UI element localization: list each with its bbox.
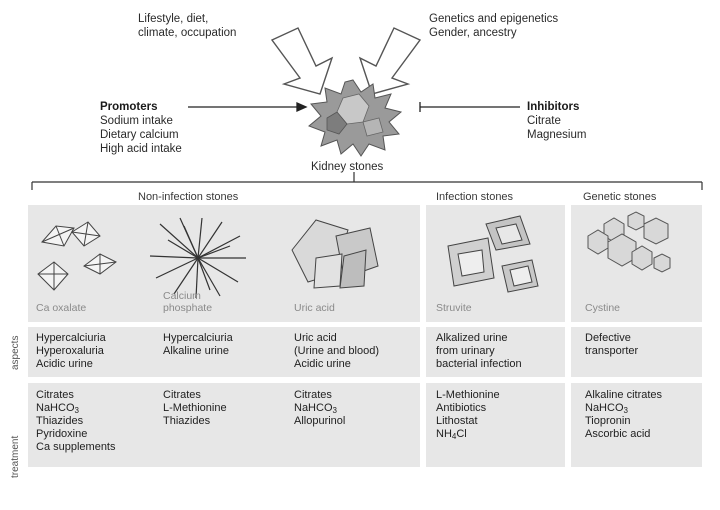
inhibitors-block: Inhibitors Citrate Magnesium: [527, 100, 586, 142]
aspect-item: Uric acid: [294, 332, 337, 344]
treatment-item: Citrates: [163, 389, 201, 401]
aspect-item: Acidic urine: [294, 358, 351, 370]
treatment-item: NaHCO3: [294, 402, 337, 415]
treatment-item: Ascorbic acid: [585, 428, 651, 440]
treatment-item: Antibiotics: [436, 402, 487, 414]
aspects-calcium-phosphate: Hypercalciuria Alkaline urine: [163, 332, 233, 358]
panel-non-infection-aspects: [28, 327, 420, 377]
panel-non-infection-treatment: [28, 383, 420, 467]
aspect-item: Hyperoxaluria: [36, 345, 104, 357]
genetic-line-1: Genetics and epigenetics: [429, 13, 559, 25]
treatment-item: Thiazides: [36, 415, 84, 427]
uric-acid-crystals: [291, 219, 379, 289]
treatment-item: Allopurinol: [294, 415, 346, 427]
promoter-item: High acid intake: [100, 143, 182, 155]
genetic-factors: Genetics and epigenetics Gender, ancestr…: [429, 12, 558, 40]
promoters-block: Promoters Sodium intake Dietary calcium …: [100, 100, 182, 156]
aspect-item: (Urine and blood): [294, 345, 379, 357]
aspect-item: Hypercalciuria: [163, 332, 233, 344]
panel-genetic-treatment: [571, 383, 702, 467]
promoter-arrow: [188, 101, 308, 113]
panel-genetic-aspects: [571, 327, 702, 377]
row-label-aspects: aspects: [10, 335, 21, 370]
kidney-stone-illustration: [308, 79, 403, 157]
treatment-item: Lithostat: [436, 415, 478, 427]
aspect-item: Hypercalciuria: [36, 332, 106, 344]
treatment-item: L-Methionine: [163, 402, 227, 414]
treatment-item: L-Methionine: [436, 389, 500, 401]
promoters-title: Promoters: [100, 101, 158, 113]
aspect-item: Acidic urine: [36, 358, 93, 370]
treatment-item: Ca supplements: [36, 441, 116, 453]
lifestyle-line-2: climate, occupation: [138, 27, 237, 39]
struvite-crystals: [447, 215, 539, 293]
ca-oxalate-crystals: [37, 221, 117, 291]
aspects-cystine: Defective transporter: [585, 332, 638, 358]
treatment-item: Citrates: [36, 389, 74, 401]
treatment-item: Tiopronin: [585, 415, 631, 427]
caption-uric-acid: Uric acid: [294, 302, 335, 314]
treatment-ca-oxalate: Citrates NaHCO3 Thiazides Pyridoxine Ca …: [36, 389, 116, 454]
treatment-item: Pyridoxine: [36, 428, 88, 440]
aspects-ca-oxalate: Hypercalciuria Hyperoxaluria Acidic urin…: [36, 332, 106, 371]
panel-infection-aspects: [426, 327, 565, 377]
lifestyle-line-1: Lifestyle, diet,: [138, 13, 209, 25]
treatment-struvite: L-Methionine Antibiotics Lithostat NH4Cl: [436, 389, 500, 441]
aspect-item: bacterial infection: [436, 358, 522, 370]
aspect-item: Alkalized urine: [436, 332, 508, 344]
lifestyle-factors: Lifestyle, diet, climate, occupation: [138, 12, 236, 40]
aspect-item: Alkaline urine: [163, 345, 230, 357]
inhibitors-title: Inhibitors: [527, 101, 580, 113]
treatment-calcium-phosphate: Citrates L-Methionine Thiazides: [163, 389, 227, 428]
genetic-line-2: Gender, ancestry: [429, 27, 517, 39]
promoter-item: Sodium intake: [100, 115, 173, 127]
header-infection: Infection stones: [436, 191, 514, 203]
treatment-item: Citrates: [294, 389, 332, 401]
calcium-phosphate-crystals: [149, 217, 246, 299]
kidney-stones-label: Kidney stones: [311, 161, 384, 173]
aspects-struvite: Alkalized urine from urinary bacterial i…: [436, 332, 522, 371]
aspect-item: transporter: [585, 345, 639, 357]
left-hollow-arrow: [270, 27, 334, 95]
treatment-cystine: Alkaline citrates NaHCO3 Tiopronin Ascor…: [585, 389, 662, 441]
row-label-treatment: treatment: [10, 435, 21, 478]
caption-struvite: Struvite: [436, 302, 472, 314]
aspects-uric-acid: Uric acid (Urine and blood) Acidic urine: [294, 332, 379, 371]
header-genetic: Genetic stones: [583, 191, 657, 203]
aspect-item: from urinary: [436, 345, 495, 357]
treatment-uric-acid: Citrates NaHCO3 Allopurinol: [294, 389, 345, 428]
right-hollow-arrow: [358, 27, 422, 95]
inhibitor-item: Magnesium: [527, 129, 587, 141]
treatment-item: Thiazides: [163, 415, 211, 427]
treatment-item: NaHCO3: [36, 402, 79, 415]
caption-ca-oxalate: Ca oxalate: [36, 302, 87, 314]
header-non-infection: Non-infection stones: [138, 191, 239, 203]
caption-cystine: Cystine: [585, 302, 621, 314]
treatment-item: NH4Cl: [436, 428, 467, 441]
cystine-crystals: [587, 211, 671, 273]
inhibitor-line: [419, 102, 520, 112]
promoter-item: Dietary calcium: [100, 129, 179, 141]
caption-calcium-phosphate: Calcium phosphate: [163, 290, 213, 314]
treatment-item: Alkaline citrates: [585, 389, 663, 401]
aspect-item: Defective: [585, 332, 631, 344]
category-bracket: [31, 172, 703, 190]
inhibitor-item: Citrate: [527, 115, 561, 127]
panel-infection-treatment: [426, 383, 565, 467]
treatment-item: NaHCO3: [585, 402, 628, 415]
